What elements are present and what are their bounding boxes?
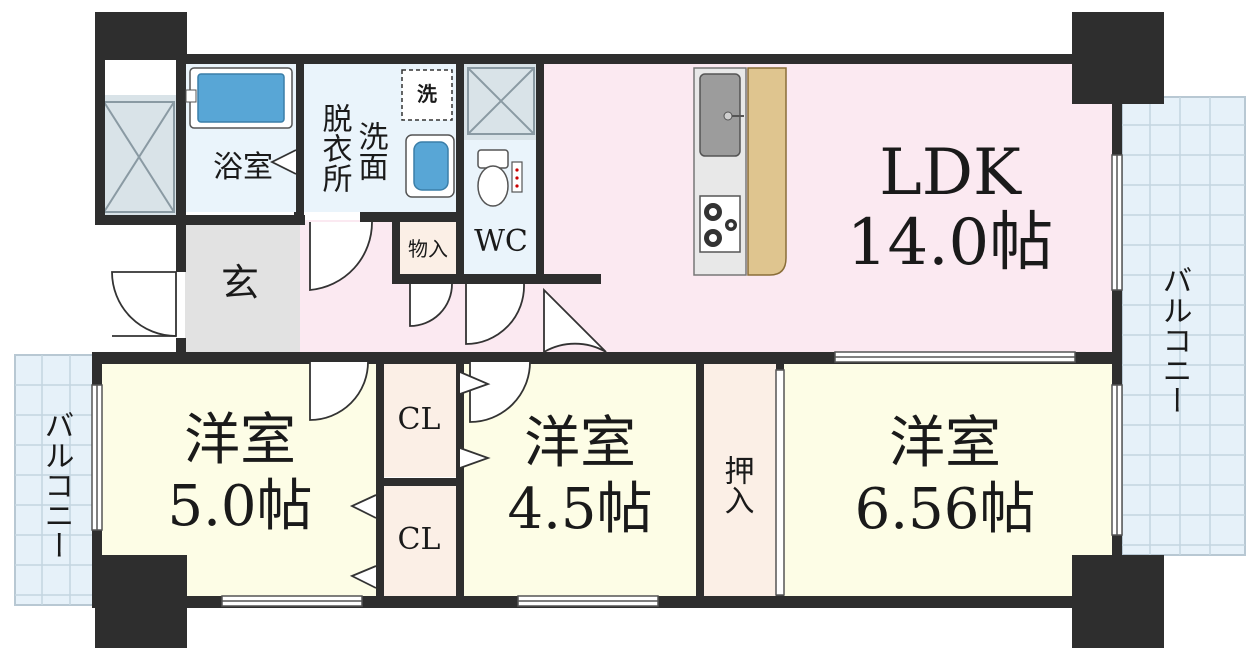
storage-floor bbox=[398, 220, 458, 280]
toilet-icon bbox=[477, 149, 523, 207]
sink-icon bbox=[699, 73, 744, 157]
storage-label: 物入 bbox=[408, 237, 448, 261]
entrance-floor bbox=[185, 220, 300, 355]
western-left-name: 洋室 bbox=[184, 408, 296, 473]
washer-label: 洗 bbox=[417, 82, 437, 106]
ldk-size: 14.0帖 bbox=[846, 206, 1054, 280]
bath-label: 浴室 bbox=[213, 150, 273, 185]
balcony-right bbox=[1121, 96, 1246, 556]
oshiire-label: 押入 bbox=[718, 455, 754, 515]
balcony-right-label: バルコニー bbox=[1156, 265, 1192, 415]
closet-upper-floor bbox=[380, 362, 458, 477]
closet-upper-label: CL bbox=[397, 402, 441, 437]
doors bbox=[111, 149, 607, 589]
closet-lower-floor bbox=[380, 485, 458, 602]
western-right-size: 6.56帖 bbox=[854, 477, 1036, 542]
western-center-name: 洋室 bbox=[524, 411, 636, 476]
balcony-left-label: バルコニー bbox=[38, 410, 74, 560]
washbasin-icon bbox=[405, 134, 455, 198]
entrance-label: 玄 bbox=[220, 261, 259, 305]
ldk-floor bbox=[540, 62, 1118, 355]
western-right-name: 洋室 bbox=[889, 411, 1001, 476]
windows bbox=[91, 154, 1123, 607]
stove-icon bbox=[699, 195, 741, 253]
dressing-label: 脱衣所 bbox=[316, 103, 352, 193]
western-left-size: 5.0帖 bbox=[167, 474, 313, 539]
wc-label: WC bbox=[474, 224, 528, 259]
western-center-size: 4.5帖 bbox=[507, 477, 653, 542]
bathtub-icon bbox=[185, 67, 293, 129]
ldk-name: LDK bbox=[879, 136, 1021, 210]
balcony-left bbox=[14, 354, 99, 606]
western-right-floor bbox=[782, 362, 1118, 602]
washer-icon bbox=[401, 69, 453, 121]
oshiire-floor bbox=[702, 362, 780, 602]
closet-lower-label: CL bbox=[397, 522, 441, 557]
washbasin-label: 洗面 bbox=[352, 121, 388, 181]
